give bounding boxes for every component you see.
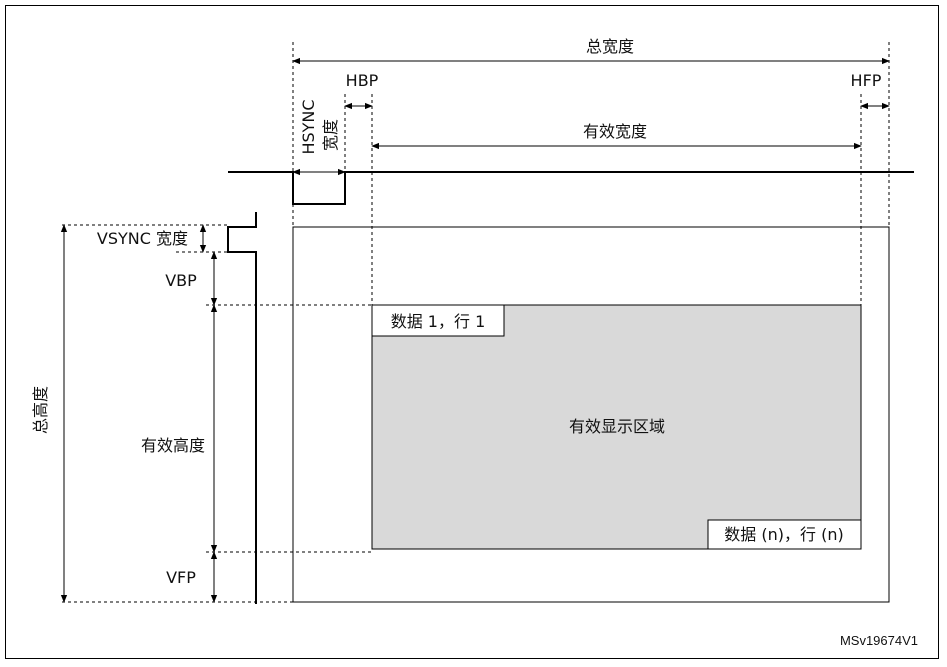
data-last-box	[707, 519, 862, 550]
hsync-signal	[228, 171, 914, 205]
label-vbp: VBP	[165, 271, 197, 290]
total-frame-rect	[292, 226, 890, 603]
label-total-width: 总宽度	[586, 37, 634, 56]
label-data-first: 数据 1，行 1	[391, 312, 486, 331]
label-vfp: VFP	[166, 568, 196, 587]
label-hfp: HFP	[851, 71, 882, 90]
active-area-rect	[371, 304, 862, 550]
label-total-height: 总高度	[31, 386, 50, 434]
vsync-signal	[227, 212, 257, 604]
label-hbp: HBP	[346, 71, 379, 90]
label-figure-id: MSv19674V1	[840, 633, 918, 648]
label-active-width: 有效宽度	[583, 122, 647, 141]
label-hsync-width-bottom: 宽度	[321, 119, 340, 151]
data-first-box	[371, 304, 505, 337]
label-data-last: 数据 (n)，行 (n)	[724, 525, 843, 544]
label-vsync-width: VSYNC 宽度	[97, 229, 188, 248]
label-hsync-width-top: HSYNC	[299, 99, 318, 154]
label-active-height: 有效高度	[141, 436, 205, 455]
label-active-area: 有效显示区域	[569, 417, 665, 436]
